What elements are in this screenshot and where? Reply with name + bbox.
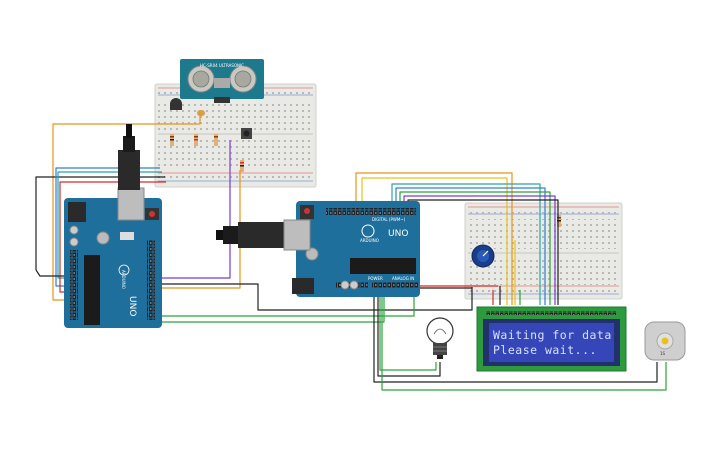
arduino-center-analog-label: ANALOG IN [392, 276, 414, 281]
usb-cable-left [118, 124, 140, 190]
usb-port [117, 187, 145, 221]
lcd-display: Waiting for data Please wait... [476, 306, 627, 372]
breadboard-top-components [170, 98, 252, 172]
arduino-center-digital-label: DIGITAL (PWM~) [372, 217, 406, 222]
arduino-center-brand: ARDUINO [360, 238, 379, 243]
usb-cable-center [216, 219, 311, 251]
atmega-chip [84, 255, 100, 325]
arduino-center: UNO ARDUINO DIGITAL (PWM~) POWER ANALOG … [292, 201, 420, 297]
reset-button [149, 211, 155, 217]
lcd-line-1: Waiting for data [493, 328, 612, 342]
sensor-label: HC-SR04 ULTRASONIC [200, 63, 244, 68]
breadboard-right [464, 202, 623, 300]
temperature-sensor [170, 98, 182, 110]
ultrasonic-sensor: HC-SR04 ULTRASONIC [180, 59, 264, 103]
digital-header [147, 240, 155, 320]
reset-button-center [304, 208, 310, 214]
arduino-left-model: UNO [127, 296, 137, 316]
potentiometer [471, 244, 495, 268]
photoresistor [197, 110, 205, 116]
power-header [70, 250, 78, 320]
light-bulb [426, 317, 454, 359]
resistor-3 [214, 134, 218, 146]
power-jack [68, 202, 86, 222]
power-jack-center [292, 278, 314, 294]
arduino-left-brand: ARDUINO [121, 270, 126, 289]
dc-motor: 1S [644, 321, 686, 361]
motor-label: 1S [660, 351, 666, 356]
arduino-center-power-label: POWER [368, 276, 383, 281]
digital-header-center [326, 208, 416, 215]
arduino-left: UNO ARDUINO [64, 187, 162, 328]
atmega-chip-center [350, 258, 416, 274]
arduino-center-model: UNO [388, 229, 408, 239]
lcd-line-2: Please wait... [493, 343, 597, 357]
analog-header-center [372, 282, 418, 288]
